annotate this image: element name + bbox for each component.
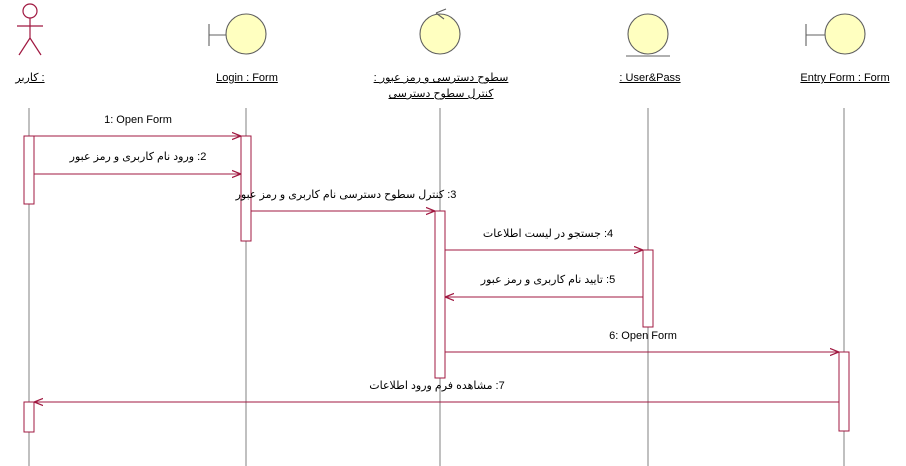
object-name-userpass: : User&Pass (619, 72, 681, 84)
object-name-login-form: Login : Form (216, 72, 278, 84)
message-4-label: 4: جستجو در لیست اطلاعات (482, 228, 614, 240)
activation-user-2[interactable] (23, 401, 35, 433)
boundary-entry-form-symbol[interactable] (805, 13, 866, 55)
message-2-label: 2: ورود نام کاربری و رمز عبور (69, 151, 207, 163)
activation-user-1[interactable] (23, 135, 35, 205)
entity-userpass-symbol[interactable] (626, 13, 670, 57)
object-name-access-control-line1: سطوح دسترسی و رمز عبور : (373, 72, 509, 84)
message-7-label: 7: مشاهده فرم ورود اطلاعات (369, 380, 505, 392)
message-5-label: 5: تایید نام کاربری و رمز عبور (480, 274, 616, 286)
activation-access-control[interactable] (434, 210, 446, 379)
activation-userpass[interactable] (642, 249, 654, 328)
object-name-access-control-line2: کنترل سطوح دسترسی (388, 88, 494, 100)
boundary-login-form-symbol[interactable] (208, 13, 267, 55)
actor-user-symbol[interactable] (17, 3, 43, 56)
control-access-levels-symbol[interactable] (419, 8, 461, 55)
message-1-label: 1: Open Form (104, 114, 172, 126)
object-name-user: : کاربر (15, 72, 45, 84)
message-6-label: 6: Open Form (609, 330, 677, 342)
message-3-label: 3: کنترل سطوح دسترسی نام کاربری و رمز عب… (235, 189, 457, 201)
activation-login-form[interactable] (240, 135, 252, 242)
activation-entry-form[interactable] (838, 351, 850, 432)
object-name-entry-form: Entry Form : Form (800, 72, 890, 84)
